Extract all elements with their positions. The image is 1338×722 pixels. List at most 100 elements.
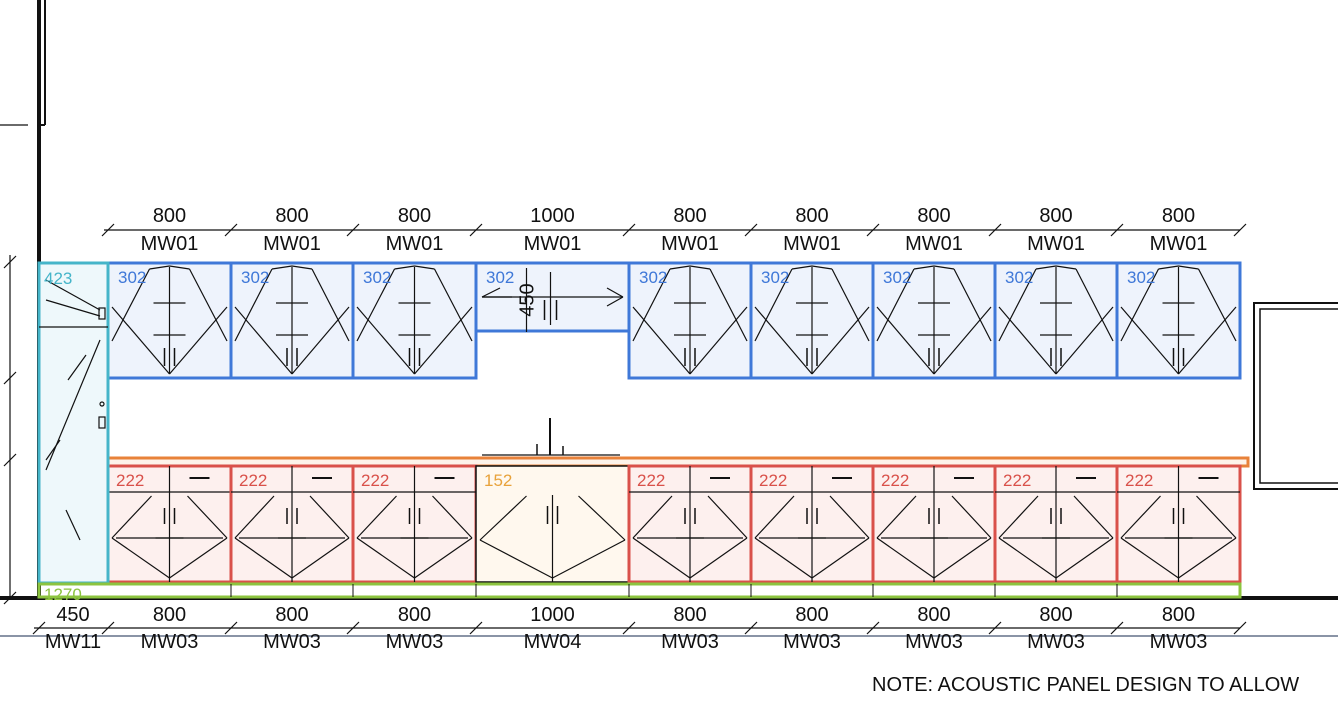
lower-code-label: MW03 <box>1027 631 1085 653</box>
opening-line <box>1073 495 1114 539</box>
tall-cabinet-handle <box>98 416 106 429</box>
upper-code-label: MW01 <box>524 233 582 255</box>
tall-cabinet-handle <box>98 307 106 320</box>
opening-line <box>111 306 170 375</box>
upper-width-label: 1000 <box>530 205 575 227</box>
lower-cabinet-tag: 222 <box>637 471 665 490</box>
opening-line <box>1178 265 1199 270</box>
opening-line <box>234 268 273 342</box>
lower-cabinet <box>1115 464 1242 584</box>
lower-dimension-tick <box>469 621 483 635</box>
opening-line <box>552 539 626 579</box>
opening-line <box>149 265 170 270</box>
upper-width-label: 800 <box>1039 205 1072 227</box>
opening-line <box>998 268 1037 342</box>
upper-cabinet-tag: 302 <box>363 268 391 287</box>
tall-width-label: 450 <box>56 604 89 626</box>
lower-cabinet <box>106 464 233 584</box>
opening-line <box>953 268 992 342</box>
lower-cabinet-tag: 152 <box>484 471 512 490</box>
upper-code-label: MW01 <box>1150 233 1208 255</box>
upper-width-label: 800 <box>673 205 706 227</box>
opening-line <box>707 495 748 539</box>
lower-code-label: MW03 <box>141 631 199 653</box>
opening-line <box>933 537 992 579</box>
opening-line <box>689 265 711 270</box>
upper-dimension-tick <box>346 223 360 237</box>
lower-dimension-tick <box>744 621 758 635</box>
opening-line <box>876 306 935 375</box>
upper-dimension-tick <box>744 223 758 237</box>
opening-line <box>811 537 870 579</box>
window-frame <box>1259 308 1338 484</box>
lower-code-label: MW03 <box>783 631 841 653</box>
lower-code-label: MW04 <box>524 631 582 653</box>
opening-line <box>811 306 870 375</box>
design-note: NOTE: ACOUSTIC PANEL DESIGN TO ALLOW <box>872 674 1300 696</box>
lower-cabinet-tag: 222 <box>239 471 267 490</box>
opening-line <box>933 265 955 270</box>
opening-line <box>998 495 1039 539</box>
upper-cabinet <box>229 261 355 380</box>
upper-width-label: 800 <box>1162 205 1195 227</box>
opening-line <box>632 268 671 342</box>
opening-line <box>291 265 313 270</box>
upper-cabinet-tag: 302 <box>1127 268 1155 287</box>
lower-dimension-tick <box>1110 621 1124 635</box>
opening-line <box>998 306 1057 375</box>
opening-line <box>876 268 915 342</box>
opening-line <box>356 306 415 375</box>
lower-dimension-tick <box>101 621 115 635</box>
upper-width-label: 800 <box>795 205 828 227</box>
opening-line <box>291 537 350 579</box>
tall-cabinet-body <box>37 261 110 585</box>
lower-dimension-tick <box>622 621 636 635</box>
upper-code-label: MW01 <box>1027 233 1085 255</box>
opening-line <box>479 495 527 541</box>
upper-dimension-tick <box>866 223 880 237</box>
lower-width-label: 800 <box>1162 604 1195 626</box>
upper-code-label: MW01 <box>661 233 719 255</box>
opening-line <box>188 268 228 342</box>
hinge-arrow <box>606 287 624 298</box>
kickboard <box>37 582 1242 599</box>
upper-cabinet <box>351 261 478 380</box>
opening-line <box>414 537 473 579</box>
opening-line <box>394 265 415 270</box>
upper-dimension-tick <box>988 223 1002 237</box>
opening-line <box>829 495 870 539</box>
opening-line <box>169 265 190 270</box>
opening-line <box>433 268 473 342</box>
opening-line <box>1178 537 1237 579</box>
opening-line <box>234 537 293 579</box>
lower-cabinet-tag: 222 <box>759 471 787 490</box>
upper-dimension-tick <box>469 223 483 237</box>
opening-line <box>709 268 748 342</box>
opening-line <box>1120 306 1179 375</box>
opening-line <box>65 509 81 541</box>
opening-line <box>1075 268 1114 342</box>
lower-cabinet-tag: 222 <box>881 471 909 490</box>
lower-cabinet <box>871 464 997 584</box>
opening-line <box>291 306 350 375</box>
dimension-tick <box>3 591 17 605</box>
tall-cabinet <box>37 261 110 585</box>
opening-line <box>754 495 795 539</box>
opening-line <box>1120 537 1179 579</box>
opening-line <box>578 495 626 541</box>
upper-dimension-tick <box>1110 223 1124 237</box>
opening-line <box>356 268 396 342</box>
opening-line <box>234 495 275 539</box>
upper-height-label: 450 <box>517 283 539 316</box>
upper-width-label: 800 <box>917 205 950 227</box>
upper-cabinet <box>474 261 631 333</box>
upper-code-label: MW01 <box>141 233 199 255</box>
opening-line <box>913 265 935 270</box>
opening-line <box>998 537 1057 579</box>
opening-line <box>632 306 691 375</box>
opening-line <box>1158 265 1179 270</box>
lower-dimension-tick <box>866 621 880 635</box>
opening-line <box>111 268 151 342</box>
lower-width-label: 800 <box>673 604 706 626</box>
lower-cabinet <box>749 464 875 584</box>
